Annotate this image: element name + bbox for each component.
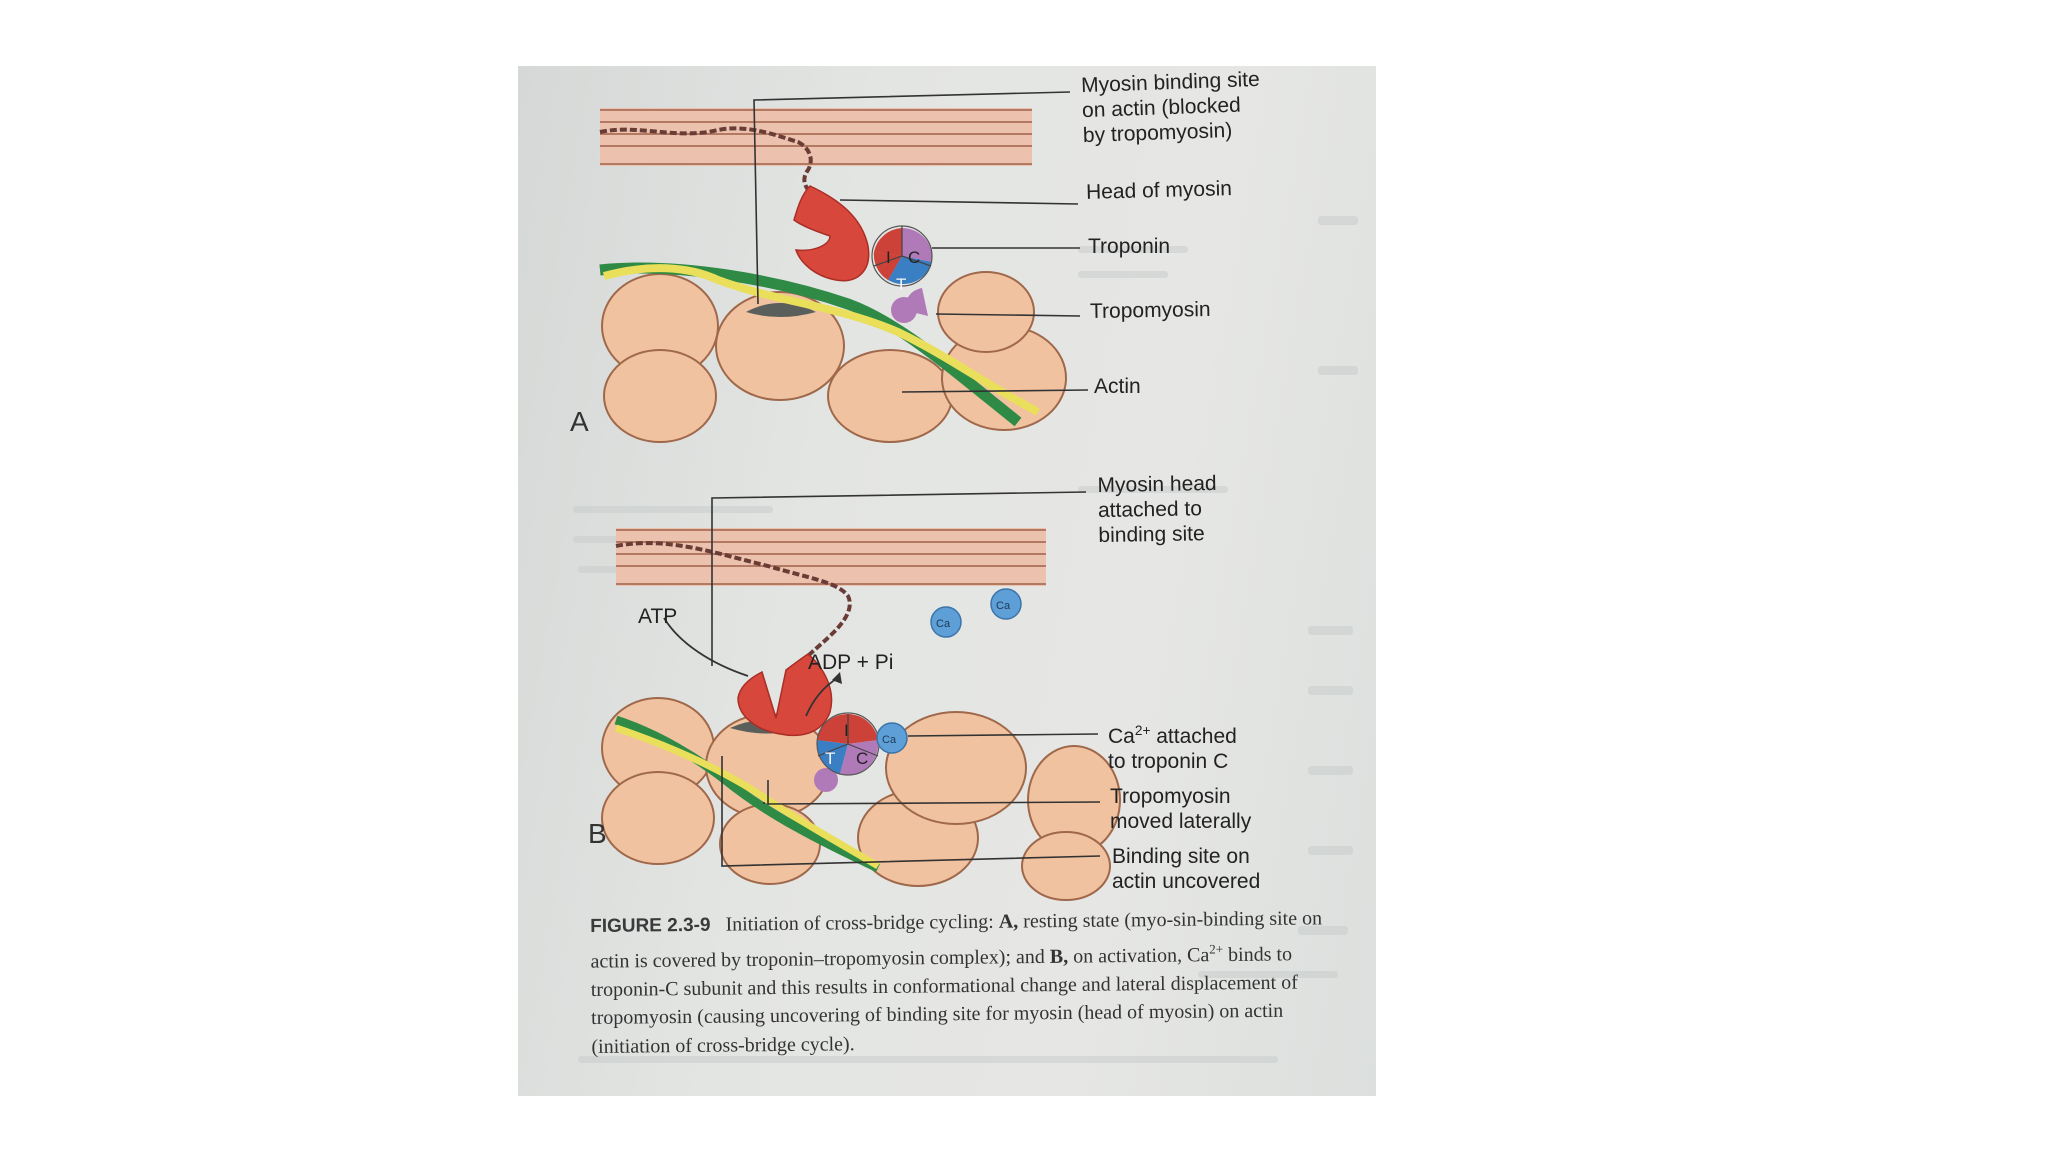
myosin-head [793, 185, 870, 282]
troponin-i-label: I [886, 248, 891, 267]
troponin-b-c-label: C [856, 749, 868, 768]
label-troponin: Troponin [1088, 235, 1171, 258]
troponin-complex: I C T [871, 225, 933, 323]
myosin-tail-chain-b [615, 541, 852, 658]
myosin-tail-chain [599, 126, 813, 194]
myosin-head-b [737, 653, 833, 737]
figure-caption: FIGURE 2.3-9 Initiation of cross-bridge … [590, 907, 1323, 1058]
tropomyosin-green-strand-b [614, 715, 880, 873]
troponin-complex-b: I T C Ca [814, 712, 908, 792]
calcium-on-troponin: Ca [882, 734, 897, 746]
troponin-t-label: T [896, 275, 906, 294]
actin-filament [601, 271, 1067, 443]
troponin-b-i-label: I [844, 721, 849, 740]
panel-b-letter: B [588, 818, 607, 849]
calcium-ion-1: Ca [930, 606, 962, 638]
label-atp: ATP [638, 605, 678, 628]
textbook-figure-photo: I C T A Myosin binding site on actin (bl… [518, 66, 1376, 1096]
thick-filament [600, 108, 1032, 166]
troponin-c-label: C [908, 248, 920, 267]
label-tropomyosin-moved-laterally: Tropomyosin moved laterally [1110, 785, 1252, 833]
label-binding-site-uncovered: Binding site on actin uncovered [1112, 845, 1261, 893]
svg-text:Ca: Ca [936, 618, 951, 630]
label-myosin-head-attached: Myosin head attached to binding site [1097, 471, 1217, 548]
thick-filament-b [616, 528, 1046, 586]
panel-b-leader-lines [711, 491, 1101, 867]
panel-a-diagram: I C T [599, 91, 1089, 443]
actin-binding-site [746, 303, 816, 317]
label-actin: Actin [1094, 375, 1141, 398]
svg-text:Ca: Ca [996, 600, 1011, 612]
tropomyosin-yellow-strand [602, 264, 1040, 416]
figure-number: FIGURE 2.3-9 [590, 914, 711, 937]
panel-a-letter: A [570, 406, 589, 437]
troponin-b-t-label: T [825, 749, 835, 768]
panel-a-leader-lines [753, 91, 1089, 393]
panel-b-diagram: Ca Ca I T C Ca [601, 491, 1121, 901]
label-ca-attached-to-troponin-c: Ca2+ attached to troponin C [1108, 723, 1237, 773]
label-adp-pi: ADP + Pi [808, 651, 894, 674]
calcium-ion-2: Ca [990, 588, 1022, 620]
